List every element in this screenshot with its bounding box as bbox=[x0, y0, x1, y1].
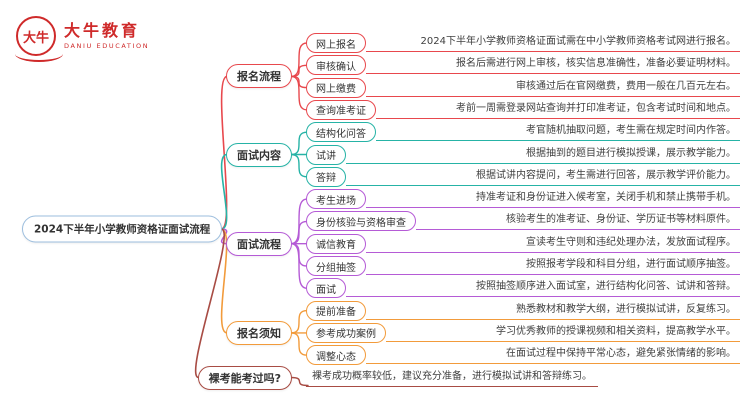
mindmap-row: 参考成功案例学习优秀教师的授课视频和相关资料，提高教学水平。 bbox=[306, 322, 740, 344]
connector-line bbox=[290, 309, 308, 334]
leaf-text-node[interactable]: 考前一周需登录网站查询并打印准考证，包含考试时间和地点。 bbox=[376, 101, 740, 119]
connector-line bbox=[290, 131, 308, 156]
branch-node[interactable]: 面试内容 bbox=[226, 142, 292, 167]
branch-node[interactable]: 裸考能考过吗? bbox=[197, 365, 292, 390]
subtopic-node[interactable]: 结构化问答 bbox=[306, 122, 376, 143]
branch-node[interactable]: 面试流程 bbox=[226, 231, 292, 256]
branch-node[interactable]: 报名流程 bbox=[226, 64, 292, 89]
mindmap-row: 分组抽签按照报考学段和科目分组，进行面试顺序抽签。 bbox=[306, 255, 740, 277]
connector-line bbox=[290, 376, 309, 387]
logo-title: 大牛教育 bbox=[64, 21, 141, 40]
leaf-text-node[interactable]: 2024下半年小学教师资格证面试需在中小学教师资格考试网进行报名。 bbox=[366, 34, 740, 52]
leaf-text-node[interactable]: 报名后需进行网上审核，核实信息准确性，准备必要证明材料。 bbox=[366, 56, 740, 75]
leaf-text-node[interactable]: 根据试讲内容提问，考生需进行回答，展示教学评价能力。 bbox=[346, 168, 740, 186]
leaf-text-node[interactable]: 熟悉教材和教学大纲，进行模拟试讲，反复练习。 bbox=[366, 302, 740, 320]
branch-node[interactable]: 报名须知 bbox=[226, 320, 292, 345]
leaf-text-node[interactable]: 裸考成功概率较低，建议充分准备，进行模拟试讲和答辩练习。 bbox=[306, 369, 598, 387]
mindmap-row: 网上缴费审核通过后在官网缴费，费用一般在几百元左右。 bbox=[306, 77, 740, 99]
subtopic-node[interactable]: 答辩 bbox=[306, 166, 346, 187]
mindmap-row: 答辩根据试讲内容提问，考生需进行回答，展示教学评价能力。 bbox=[306, 166, 740, 188]
subtopic-node[interactable]: 调整心态 bbox=[306, 345, 366, 366]
subtopic-node[interactable]: 参考成功案例 bbox=[306, 322, 386, 343]
leaf-text-node[interactable]: 宣读考生守则和违纪处理办法，发放面试程序。 bbox=[366, 235, 740, 253]
connector-line bbox=[220, 228, 228, 334]
brand-logo: 大牛 大牛教育 DANIU EDUCATION bbox=[15, 16, 150, 62]
leaf-text-node[interactable]: 学习优秀教师的授课视频和相关资料，提高教学水平。 bbox=[386, 324, 740, 342]
mindmap-row: 调整心态在面试过程中保持平常心态，避免紧张情绪的影响。 bbox=[306, 344, 740, 366]
subtopic-node[interactable]: 分组抽签 bbox=[306, 256, 366, 276]
logo-icon-text: 大牛 bbox=[22, 30, 49, 46]
leaf-text-node[interactable]: 在面试过程中保持平常心态，避免紧张情绪的影响。 bbox=[366, 346, 740, 365]
mindmap-row: 诚信教育宣读考生守则和违纪处理办法，发放面试程序。 bbox=[306, 233, 740, 255]
subtopic-node[interactable]: 网上报名 bbox=[306, 33, 366, 53]
leaf-text-node[interactable]: 审核通过后在官网缴费，费用一般在几百元左右。 bbox=[366, 79, 740, 97]
connector-line bbox=[290, 153, 308, 178]
mindmap-row: 身份核验与资格审查核验考生的准考证、身份证、学历证书等材料原件。 bbox=[306, 210, 740, 232]
subtopic-node[interactable]: 审核确认 bbox=[306, 55, 366, 76]
logo-text-block: 大牛教育 DANIU EDUCATION bbox=[64, 21, 150, 51]
mindmap-row: 考生进场持准考证和身份证进入候考室，关闭手机和禁止携带手机。 bbox=[306, 188, 740, 210]
subtopic-node[interactable]: 提前准备 bbox=[306, 300, 366, 321]
mindmap-row: 试讲根据抽到的题目进行模拟授课，展示教学能力。 bbox=[306, 144, 740, 166]
subtopic-node[interactable]: 考生进场 bbox=[306, 189, 366, 210]
connector-line bbox=[290, 198, 308, 245]
mindmap-row: 面试按照抽签顺序进入面试室，进行结构化问答、试讲和答辩。 bbox=[306, 277, 740, 299]
logo-subtitle: DANIU EDUCATION bbox=[64, 42, 150, 50]
leaf-text-node[interactable]: 持准考证和身份证进入候考室，关闭手机和禁止携带手机。 bbox=[366, 190, 740, 209]
mindmap-row: 裸考成功概率较低，建议充分准备，进行模拟试讲和答辩练习。 bbox=[306, 367, 740, 389]
mindmap-row: 审核确认报名后需进行网上审核，核实信息准确性，准备必要证明材料。 bbox=[306, 54, 740, 76]
mindmap-row: 结构化问答考官随机抽取问题，考生需在规定时间内作答。 bbox=[306, 121, 740, 143]
subtopic-node[interactable]: 查询准考证 bbox=[306, 99, 376, 120]
leaf-text-node[interactable]: 核验考生的准考证、身份证、学历证书等材料原件。 bbox=[416, 212, 740, 231]
subtopic-node[interactable]: 诚信教育 bbox=[306, 233, 366, 254]
connector-line bbox=[220, 75, 228, 230]
logo-icon: 大牛 bbox=[15, 16, 63, 62]
connector-line bbox=[220, 153, 228, 230]
subtopic-node[interactable]: 身份核验与资格审查 bbox=[306, 211, 416, 232]
subtopic-node[interactable]: 试讲 bbox=[306, 144, 346, 165]
root-topic-node[interactable]: 2024下半年小学教师资格证面试流程 bbox=[22, 215, 223, 243]
connector-line bbox=[290, 242, 308, 289]
connector-line bbox=[194, 228, 225, 379]
leaf-text-node[interactable]: 考官随机抽取问题，考生需在规定时间内作答。 bbox=[376, 123, 740, 142]
leaf-text-node[interactable]: 按照抽签顺序进入面试室，进行结构化问答、试讲和答辩。 bbox=[346, 279, 740, 298]
leaf-text-node[interactable]: 按照报考学段和科目分组，进行面试顺序抽签。 bbox=[366, 257, 740, 275]
subtopic-node[interactable]: 面试 bbox=[306, 278, 346, 299]
connector-line bbox=[290, 75, 308, 111]
subtopic-node[interactable]: 网上缴费 bbox=[306, 77, 366, 98]
mindmap-row: 提前准备熟悉教材和教学大纲，进行模拟试讲，反复练习。 bbox=[306, 300, 740, 322]
connector-line bbox=[290, 332, 308, 356]
logo-swoosh-shape bbox=[15, 46, 63, 62]
leaf-text-node[interactable]: 根据抽到的题目进行模拟授课，展示教学能力。 bbox=[346, 146, 740, 164]
mindmap-row: 查询准考证考前一周需登录网站查询并打印准考证，包含考试时间和地点。 bbox=[306, 99, 740, 121]
